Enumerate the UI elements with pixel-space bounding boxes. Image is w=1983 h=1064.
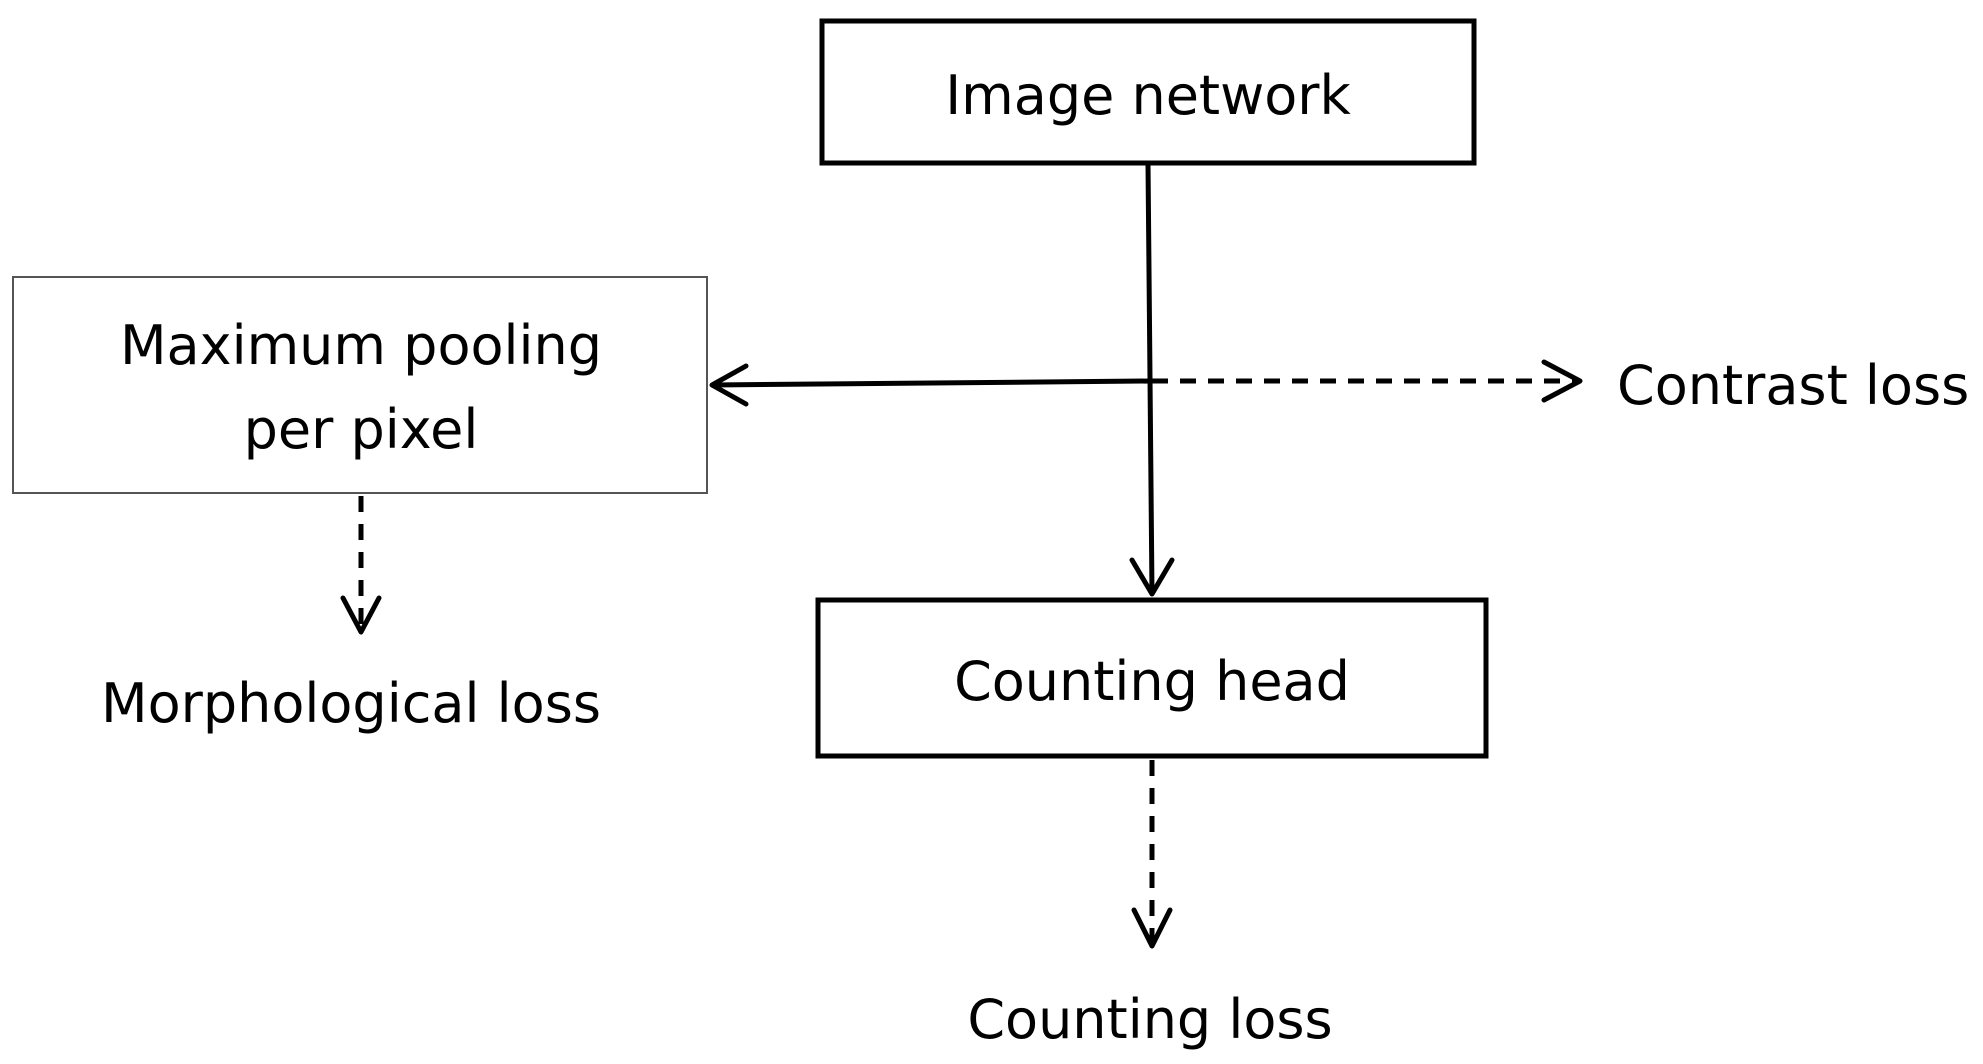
max-pooling-node: Maximum pooling per pixel <box>12 276 708 494</box>
image-network-label: Image network <box>945 64 1351 127</box>
counting-head-box <box>815 597 1489 759</box>
arrow-branch-to-contrast-loss <box>1152 359 1583 403</box>
image-network-node: Image network <box>819 18 1477 166</box>
counting-head-node: Counting head <box>815 597 1489 759</box>
image-network-box <box>819 18 1477 166</box>
morphological-loss-label: Morphological loss <box>101 672 601 735</box>
arrow-network-to-counting-head <box>1129 162 1175 597</box>
counting-loss-label: Counting loss <box>967 988 1332 1051</box>
counting-loss-output: Counting loss <box>967 988 1332 1051</box>
arrow-branch-to-max-pooling <box>709 363 1151 407</box>
contrast-loss-output: Contrast loss <box>1617 354 1969 417</box>
max-pooling-label-line2: per pixel <box>244 398 479 461</box>
max-pooling-box <box>12 276 708 494</box>
contrast-loss-label: Contrast loss <box>1617 354 1969 417</box>
arrow-max-pooling-to-morphological-loss <box>340 496 382 635</box>
counting-head-label: Counting head <box>954 650 1350 713</box>
max-pooling-label-line1: Maximum pooling <box>120 314 602 377</box>
arrow-counting-head-to-counting-loss <box>1131 760 1173 949</box>
morphological-loss-output: Morphological loss <box>101 672 601 735</box>
